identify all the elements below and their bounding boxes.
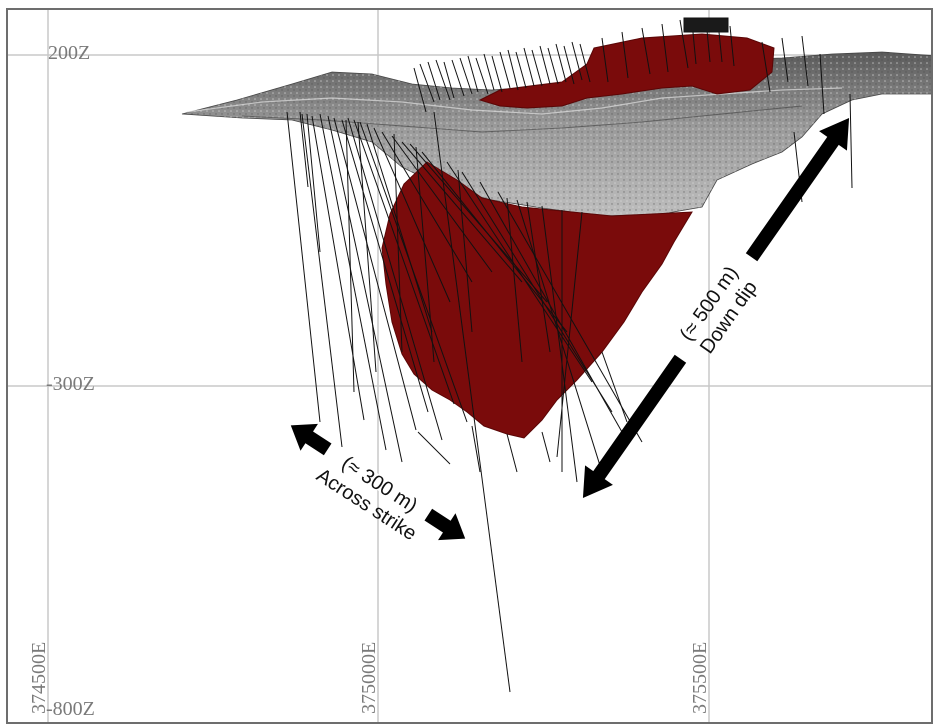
drillhole-trace: [353, 119, 455, 405]
label-e-375000: 375000E: [358, 642, 380, 714]
drillhole-trace: [621, 31, 629, 79]
drillhole-trace: [541, 431, 551, 463]
drillhole-trace: [563, 45, 575, 85]
drillhole-trace: [341, 119, 429, 413]
drillhole-trace: [819, 53, 825, 115]
drillhole-trace: [515, 51, 527, 89]
drillhole-trace: [427, 61, 441, 101]
drillhole-trace: [506, 197, 523, 363]
drillhole-trace: [523, 47, 535, 87]
label-z-minus800: -800Z: [46, 698, 95, 720]
down-dip-arrowhead-top: [745, 117, 850, 262]
drillhole-trace: [781, 37, 789, 83]
drillhole-trace: [471, 425, 481, 473]
drillhole-trace: [457, 169, 473, 333]
drillhole-trace: [366, 123, 433, 333]
orebody-main: [381, 161, 693, 439]
drillhole-trace: [306, 113, 321, 253]
label-e-374500: 374500E: [28, 642, 50, 714]
drillhole-trace: [499, 51, 511, 89]
drillhole-trace: [483, 53, 495, 91]
drillhole-trace: [419, 63, 435, 103]
drillhole-trace: [661, 23, 669, 73]
drillhole-trace: [299, 111, 309, 188]
across-arrowhead-left: [290, 423, 332, 456]
cross-section-diagram: 200Z -300Z -800Z 374500E 375000E 375500E…: [8, 10, 931, 722]
drillhole-trace: [641, 27, 651, 75]
drillhole-trace: [327, 115, 403, 463]
drillhole-trace: [433, 111, 511, 693]
topographic-surface: [181, 51, 931, 217]
drillhole-trace: [461, 171, 613, 413]
drillhole-trace: [451, 59, 465, 97]
drillhole-trace: [556, 211, 583, 458]
drillholes: [286, 17, 853, 693]
drillhole-trace: [849, 93, 853, 189]
drillhole-trace: [286, 111, 321, 423]
drillhole-trace: [391, 135, 493, 273]
drillhole-trace: [601, 37, 609, 83]
drillhole-trace: [579, 43, 591, 83]
drillhole-trace: [507, 49, 519, 91]
drillhole-trace: [393, 133, 403, 353]
drillhole-trace: [443, 61, 455, 99]
label-z-minus300: -300Z: [46, 373, 95, 395]
across-strike-arrow: [290, 423, 466, 541]
drillhole-trace: [467, 55, 479, 93]
drillhole-trace: [801, 35, 809, 87]
down-dip-arrow: [582, 117, 850, 499]
drillhole-trace: [409, 143, 548, 303]
drillhole-trace: [761, 41, 771, 93]
drillhole-trace: [601, 351, 628, 423]
drillhole-trace: [417, 431, 451, 465]
drillhole-trace: [357, 121, 377, 373]
drillhole-trace: [571, 41, 583, 81]
drillhole-trace: [319, 113, 387, 451]
drillhole-trace: [555, 43, 567, 83]
down-dip-labels: (≈ 500 m) Down dip: [676, 262, 762, 358]
drillhole-trace: [381, 131, 473, 283]
label-z-200: 200Z: [48, 42, 90, 64]
drillhole-trace: [479, 181, 623, 433]
drillhole-trace: [497, 191, 643, 443]
drillhole-trace: [541, 205, 578, 483]
drillhole-trace: [491, 55, 503, 93]
drillhole-trace: [373, 127, 451, 303]
drillhole-trace: [415, 146, 435, 363]
drillhole-trace: [516, 199, 603, 473]
drillhole-trace: [446, 161, 593, 383]
drillhole-trace: [506, 433, 518, 473]
down-dip-arrowhead-bottom: [582, 354, 687, 499]
drill-collar-cluster: [683, 17, 729, 33]
drillhole-trace: [547, 47, 559, 85]
across-arrowhead-right: [424, 508, 466, 541]
drillhole-trace: [311, 115, 365, 421]
drillhole-trace: [413, 67, 427, 113]
drillhole-trace: [301, 113, 343, 448]
drillhole-trace: [475, 57, 489, 95]
label-e-375500: 375500E: [689, 642, 711, 714]
drillhole-trace: [435, 59, 451, 101]
drillhole-trace: [539, 45, 551, 85]
drillhole-trace: [531, 49, 543, 87]
drillhole-trace: [347, 117, 443, 441]
drillhole-trace: [679, 19, 689, 69]
drillhole-trace: [526, 201, 551, 353]
drillhole-trace: [459, 57, 473, 95]
drillhole-trace: [729, 25, 735, 67]
section-view-frame: 200Z -300Z -800Z 374500E 375000E 375500E…: [6, 8, 933, 724]
drillhole-trace: [345, 119, 355, 393]
